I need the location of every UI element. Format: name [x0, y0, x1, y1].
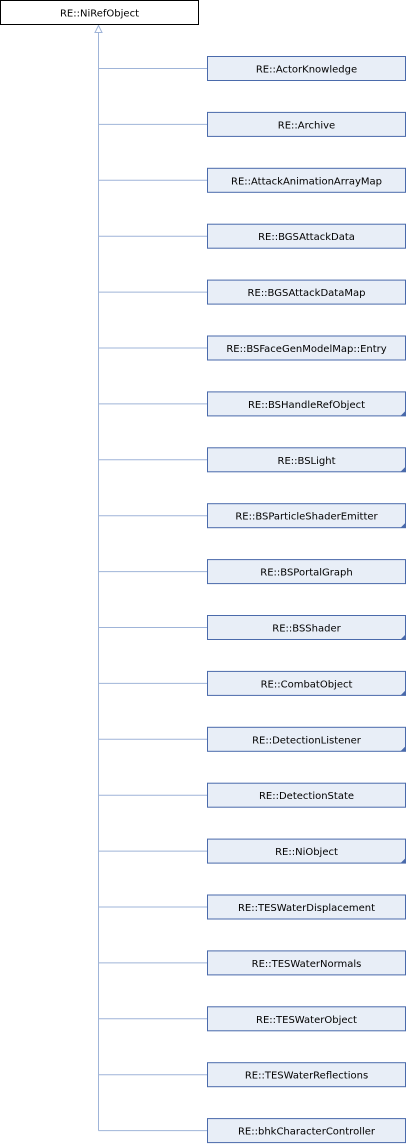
more-subclasses-marker	[400, 634, 406, 640]
class-node-label: RE::TESWaterObject	[256, 1015, 357, 1026]
class-node-box	[207, 391, 406, 417]
class-node-box	[207, 503, 406, 529]
class-node-label: RE::AttackAnimationArrayMap	[231, 176, 382, 187]
class-node[interactable]: RE::BSHandleRefObject	[207, 391, 406, 417]
root-node-box	[0, 0, 199, 25]
class-node-label: RE::BSParticleShaderEmitter	[235, 512, 378, 523]
class-node-box	[207, 782, 406, 808]
more-subclasses-marker	[400, 410, 406, 416]
class-node-box	[207, 1062, 406, 1088]
class-node-label: RE::BSHandleRefObject	[248, 400, 365, 411]
class-node[interactable]: RE::BGSAttackDataMap	[207, 279, 406, 305]
class-node-box	[207, 670, 406, 696]
class-node[interactable]: RE::ActorKnowledge	[207, 56, 406, 81]
class-node-label: RE::TESWaterReflections	[245, 1071, 368, 1082]
class-node-label: RE::NiObject	[275, 847, 338, 858]
more-subclasses-marker	[400, 466, 406, 472]
class-node[interactable]: RE::DetectionListener	[207, 726, 406, 752]
more-subclasses-marker	[400, 746, 406, 752]
class-node-label: RE::BSFaceGenModelMap::Entry	[226, 344, 386, 355]
class-node-label: RE::BSShader	[272, 624, 341, 635]
class-node-box	[207, 950, 406, 976]
class-node-box	[207, 559, 406, 585]
class-node-label: RE::Archive	[278, 120, 335, 131]
class-node-label: RE::TESWaterDisplacement	[238, 903, 375, 914]
class-node-label: RE::BGSAttackDataMap	[248, 288, 366, 299]
class-node[interactable]: RE::BSFaceGenModelMap::Entry	[207, 335, 406, 361]
class-node[interactable]: RE::BSPortalGraph	[207, 559, 406, 585]
class-node-box	[207, 223, 406, 249]
edges	[94, 24, 208, 1132]
class-node[interactable]: RE::BSShader	[207, 615, 406, 640]
class-node-box	[207, 111, 406, 137]
class-node[interactable]: RE::BGSAttackData	[207, 223, 406, 249]
class-node-box	[207, 279, 406, 305]
class-node-label: RE::BSPortalGraph	[260, 568, 352, 579]
class-node[interactable]: RE::TESWaterObject	[207, 1006, 406, 1032]
child-nodes: RE::ActorKnowledgeRE::ArchiveRE::AttackA…	[207, 56, 406, 1144]
class-node-label: RE::ActorKnowledge	[256, 65, 357, 76]
class-node[interactable]: RE::TESWaterDisplacement	[207, 894, 406, 920]
class-node-label: RE::DetectionListener	[252, 735, 362, 746]
class-node[interactable]: RE::BSParticleShaderEmitter	[207, 503, 406, 529]
class-node-label: RE::BSLight	[278, 456, 336, 467]
root-node-label: RE::NiRefObject	[60, 9, 139, 20]
root-node[interactable]: RE::NiRefObject	[0, 0, 199, 25]
class-node-label: RE::CombatObject	[261, 679, 353, 690]
class-node[interactable]: RE::CombatObject	[207, 670, 406, 696]
class-node[interactable]: RE::bhkCharacterController	[207, 1118, 406, 1144]
class-node[interactable]: RE::TESWaterNormals	[207, 950, 406, 976]
more-subclasses-marker	[400, 690, 406, 696]
class-node[interactable]: RE::Archive	[207, 111, 406, 137]
class-node-label: RE::DetectionState	[259, 791, 354, 802]
class-node-box	[207, 167, 406, 193]
more-subclasses-marker	[400, 858, 406, 864]
class-node-box	[207, 447, 406, 473]
class-node-box	[207, 615, 406, 640]
class-node-label: RE::BGSAttackData	[258, 232, 355, 243]
class-node-box	[207, 838, 406, 864]
class-node[interactable]: RE::DetectionState	[207, 782, 406, 808]
inheritance-arrowhead	[94, 24, 103, 33]
class-node[interactable]: RE::NiObject	[207, 838, 406, 864]
class-node-box	[207, 1118, 406, 1144]
class-node[interactable]: RE::TESWaterReflections	[207, 1062, 406, 1088]
class-node[interactable]: RE::BSLight	[207, 447, 406, 473]
class-node-label: RE::bhkCharacterController	[238, 1127, 376, 1138]
more-subclasses-marker	[400, 522, 406, 528]
class-node-label: RE::TESWaterNormals	[252, 959, 362, 970]
class-node[interactable]: RE::AttackAnimationArrayMap	[207, 167, 406, 193]
